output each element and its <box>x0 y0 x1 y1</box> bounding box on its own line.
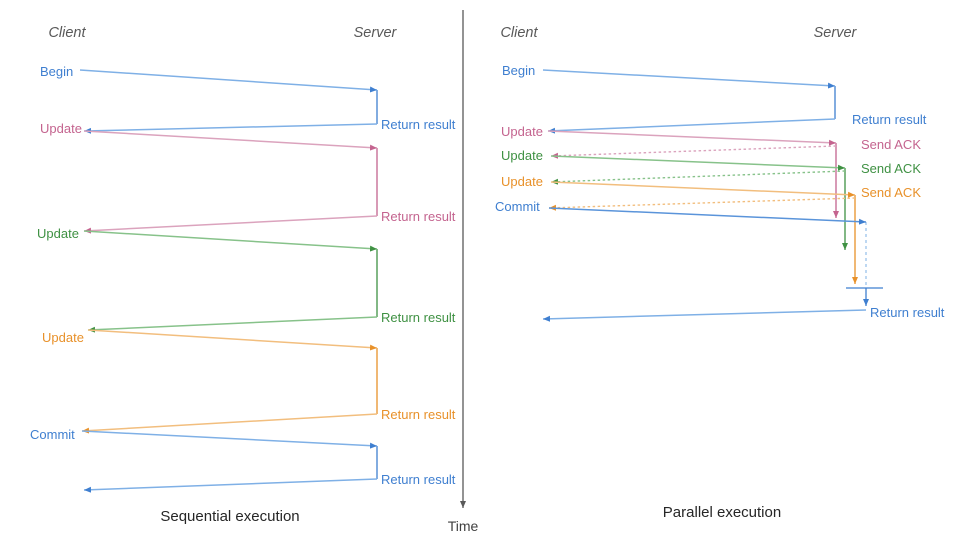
sequential-label-return-5: Return result <box>381 472 456 487</box>
parallel-arrow-ack-2 <box>550 170 846 185</box>
time-axis-label: Time <box>448 518 479 534</box>
parallel-arrow-ack-1 <box>550 145 837 159</box>
parallel-label-ack-1: Send ACK <box>861 137 921 152</box>
sequential-arrow-return-4 <box>81 413 378 434</box>
sequential-arrow-return-2 <box>83 215 378 234</box>
sequential-label-update-3: Update <box>42 330 84 345</box>
parallel-label-update-1: Update <box>501 124 543 139</box>
parallel-client-lane-label: Client <box>500 25 538 41</box>
sequential-arrow-update-3 <box>87 329 378 351</box>
parallel-label-ack-3: Send ACK <box>861 185 921 200</box>
sequential-panel-caption: Sequential execution <box>160 508 299 525</box>
sequential-label-return-4: Return result <box>381 407 456 422</box>
sequential-arrow-return-3 <box>87 316 378 333</box>
parallel-arrow-return-1 <box>547 118 836 134</box>
sequential-client-lane-label: Client <box>48 25 86 41</box>
parallel-arrow-begin <box>542 69 836 89</box>
sequential-arrow-begin <box>79 69 378 93</box>
sequential-label-update-1: Update <box>40 121 82 136</box>
parallel-label-return-2: Return result <box>870 305 945 320</box>
sequential-arrow-update-1 <box>83 130 378 151</box>
parallel-label-return-1: Return result <box>852 112 927 127</box>
parallel-arrow-update-3 <box>550 181 856 198</box>
sequential-label-begin: Begin <box>40 64 73 79</box>
parallel-arrow-commit <box>548 207 867 225</box>
parallel-panel-caption: Parallel execution <box>663 504 781 521</box>
sequential-label-return-3: Return result <box>381 310 456 325</box>
parallel-arrow-return-2 <box>542 309 867 322</box>
parallel-server-lane-label: Server <box>814 25 858 41</box>
parallel-arrow-update-2 <box>550 155 846 171</box>
panel-sequential: Client Server Begin Return result Update… <box>30 25 456 525</box>
parallel-label-begin: Begin <box>502 63 535 78</box>
panel-parallel: Client Server Begin Return result Update… <box>495 25 945 521</box>
sequential-label-return-2: Return result <box>381 209 456 224</box>
sequential-arrow-return-5 <box>83 478 378 493</box>
sequential-label-commit: Commit <box>30 427 75 442</box>
parallel-label-update-2: Update <box>501 148 543 163</box>
parallel-label-ack-2: Send ACK <box>861 161 921 176</box>
time-axis: Time <box>448 10 479 534</box>
sequential-label-update-2: Update <box>37 226 79 241</box>
parallel-arrow-ack-3 <box>548 197 856 211</box>
parallel-label-commit: Commit <box>495 199 540 214</box>
sequential-server-lane-label: Server <box>354 25 398 41</box>
sequential-arrow-return-1 <box>83 123 378 134</box>
sequential-arrow-commit <box>81 430 378 449</box>
sequential-label-return-1: Return result <box>381 117 456 132</box>
parallel-label-update-3: Update <box>501 174 543 189</box>
sequential-arrow-update-2 <box>83 230 378 252</box>
parallel-arrow-update-1 <box>547 130 837 146</box>
